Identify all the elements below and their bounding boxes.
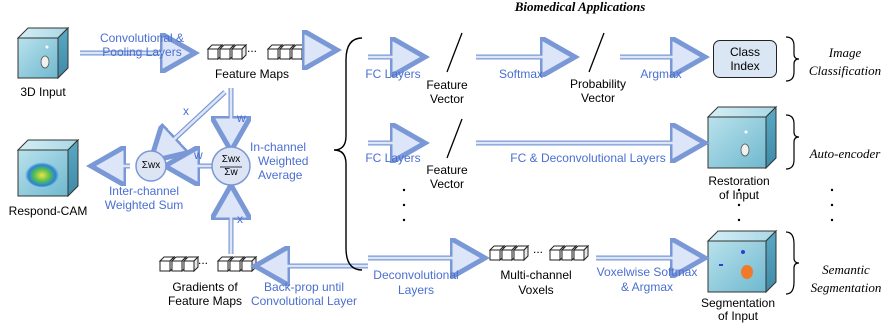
class-index-label-1: Class — [729, 45, 760, 59]
restoration-label-1: Restoration — [708, 174, 770, 188]
argmax-label: Argmax — [640, 67, 682, 81]
softmax-label: Softmax — [498, 67, 544, 81]
feature-vector-slash — [446, 32, 463, 73]
input-cube — [16, 26, 70, 80]
input-3d-label: 3D Input — [20, 85, 66, 99]
feature-vector-label-2b: Vector — [429, 177, 465, 191]
in-channel-label-2: Weighted — [258, 154, 309, 168]
feature-maps-label: Feature Maps — [214, 67, 290, 81]
in-channel-label-3: Average — [258, 168, 303, 182]
feature-vector-label-2a: Feature — [426, 163, 468, 177]
inter-channel-label-1: Inter-channel — [108, 184, 180, 198]
in-channel-label-1: In-channel — [250, 140, 307, 154]
gradients-label-2: Feature Maps — [167, 294, 243, 308]
edge-w-mid: w — [194, 148, 203, 162]
arrow-cores — [80, 48, 696, 268]
deconv-label-1: Deconvolutional — [373, 268, 459, 282]
restoration-label-2: of Input — [718, 188, 760, 202]
feature-vector-label-1a: Feature — [426, 78, 468, 92]
class-index-label-2: Index — [730, 59, 760, 73]
in-channel-node — [211, 146, 251, 186]
restoration-cube — [706, 105, 778, 170]
app-image-label-1: Image — [828, 45, 862, 60]
feature-maps-dots: ... — [247, 41, 258, 55]
inter-channel-label-2: Weighted Sum — [104, 198, 184, 212]
feature-vector-label-1b: Vector — [429, 92, 465, 106]
gradients-label-1: Gradients of — [172, 280, 238, 294]
branch-brace — [333, 37, 363, 271]
edge-x-bottom: x — [237, 212, 243, 226]
app-image-label-2: Classification — [808, 63, 882, 78]
edge-w-top: w — [237, 111, 246, 125]
app-brace-3 — [785, 231, 800, 295]
respond-cam-label: Respond-CAM — [8, 204, 88, 218]
probability-vector-label-1: Probability — [569, 77, 627, 91]
deconv-label-2: Layers — [397, 283, 435, 297]
app-autoencoder-label: Auto-encoder — [809, 146, 881, 161]
gradient-dots: ... — [198, 253, 209, 267]
multichannel-dots: ... — [533, 242, 544, 256]
segmentation-label-1: Segmentation — [700, 296, 776, 310]
probability-vector-slash — [588, 32, 605, 73]
respond-cam-cube — [16, 138, 80, 198]
sum-wx-label: Σwx — [141, 160, 161, 171]
header-title: Biomedical Applications — [514, 0, 646, 14]
feature-vector-slash-2 — [446, 118, 463, 159]
fc-layers-label-1: FC Layers — [365, 67, 421, 81]
frac-denominator: Σw — [224, 167, 238, 178]
multichannel-label-2: Voxels — [518, 283, 554, 297]
backprop-label-2: Convolutional Layer — [250, 294, 358, 308]
multichannel-label-1: Multi-channel — [500, 268, 572, 282]
fc-layers-label-2: FC Layers — [365, 151, 421, 165]
voxelwise-label-2: & Argmax — [620, 280, 674, 294]
voxelwise-label-1: Voxelwise Softmax — [596, 265, 698, 279]
app-brace-1 — [785, 36, 800, 82]
conv-pool-label-2: Pooling Layers — [102, 45, 182, 59]
inter-channel-node — [135, 150, 167, 182]
app-segmentation-label-2: Segmentation — [810, 280, 882, 295]
frac-numerator: Σwx — [221, 154, 241, 165]
segmentation-label-2: of Input — [717, 309, 759, 323]
app-brace-2 — [785, 114, 800, 170]
conv-pool-label-1: Convolutional & — [99, 31, 185, 45]
backprop-label-1: Back-prop until — [263, 280, 345, 294]
edge-x-top: x — [183, 104, 189, 118]
probability-vector-label-2: Vector — [580, 91, 616, 105]
vertical-dots — [402, 188, 834, 222]
fc-deconv-label: FC & Deconvolutional Layers — [510, 151, 666, 165]
segmentation-cube — [706, 229, 778, 294]
app-segmentation-label-1: Semantic — [822, 262, 870, 277]
